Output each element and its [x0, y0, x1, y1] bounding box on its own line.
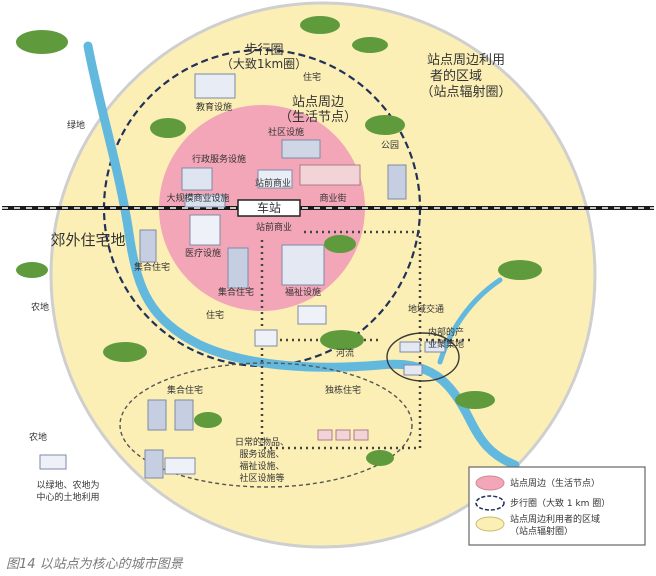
education-building — [194, 73, 236, 99]
legend-swatch-walking — [475, 495, 505, 511]
regional-traffic-label: 地域交通 — [408, 303, 444, 315]
tower-west — [139, 229, 157, 263]
large-commerce-building — [184, 194, 226, 208]
river — [83, 41, 520, 470]
daily-line4: 社区设施等 — [239, 472, 284, 484]
station-commerce-n-label: 站前商业 — [255, 177, 291, 189]
housing-low-4 — [164, 457, 196, 475]
farmhouse — [39, 454, 67, 470]
tree-cluster-ne — [352, 37, 388, 53]
daily-line2: 服务设施、 — [239, 448, 284, 460]
greenland-label: 绿地 — [67, 119, 85, 131]
administration-label: 行政服务设施 — [192, 153, 246, 165]
medical-label: 医疗设施 — [185, 247, 221, 259]
station-area-subtitle: （生活节点） — [279, 110, 357, 125]
collective-housing-low-label: 集合住宅 — [167, 384, 203, 396]
tree-cluster-park — [365, 115, 405, 135]
station-area-title: 站点周边 — [292, 95, 344, 110]
daily-line1: 日常的物品、 — [235, 436, 289, 448]
landuse-line2: 中心的土地利用 — [36, 491, 99, 503]
tree-cluster-low2 — [366, 450, 394, 466]
collective-housing-tower-s — [227, 247, 249, 289]
park-label: 公园 — [381, 140, 399, 151]
house-mid — [254, 329, 278, 347]
local-industry-cluster-outline — [386, 332, 460, 382]
suburban-cluster-outline — [119, 362, 413, 488]
river-label: 河流 — [336, 347, 354, 359]
farmland-w-label: 农地 — [31, 301, 49, 313]
daily-line3: 福祉设施、 — [239, 460, 284, 472]
tree-cluster-low — [194, 412, 222, 428]
medical-building — [189, 214, 221, 246]
house-south — [297, 305, 327, 325]
legend-item1: 站点周边（生活节点） — [510, 477, 600, 489]
detached-housing-label: 独栋住宅 — [325, 384, 361, 396]
industry-2 — [424, 341, 446, 353]
community-label: 社区设施 — [268, 126, 304, 138]
tree-cluster-nw — [16, 30, 68, 54]
radiation-line1: 站点周边利用 — [427, 53, 505, 68]
tower-east — [387, 164, 407, 200]
local-industry-line1: 内部的产 — [428, 326, 464, 338]
collective-housing-w-label: 集合住宅 — [134, 261, 170, 273]
legend-item3-line1: 站点周边利用者的区域 — [510, 513, 600, 525]
legend-item2: 步行圈（大致 1 km 圈） — [510, 497, 610, 509]
radiation-line3: （站点辐射圈） — [420, 84, 511, 100]
legend: 站点周边（生活节点） 步行圈（大致 1 km 圈） 站点周边利用者的区域 （站点… — [468, 466, 646, 546]
tree-cluster-se — [455, 391, 495, 409]
station-commerce-building-n — [257, 169, 293, 189]
housing-bottom-label: 住宅 — [206, 309, 224, 321]
trees — [16, 16, 542, 466]
tree-cluster-n — [300, 16, 340, 34]
tree-cluster-s — [320, 330, 364, 350]
tree-cluster-e1 — [324, 235, 356, 253]
education-label: 教育设施 — [196, 101, 232, 113]
landuse-line1: 以绿地、农地为 — [36, 479, 99, 491]
housing-low-1 — [147, 399, 167, 431]
administration-building — [181, 167, 213, 191]
shopping-street-label: 商业街 — [319, 192, 346, 204]
legend-swatch-station-area — [475, 475, 505, 491]
welfare-building — [281, 244, 325, 286]
detached-2 — [335, 429, 351, 441]
station-commerce-s-label: 站前商业 — [256, 221, 292, 233]
station-box — [237, 199, 301, 217]
walking-circle-subtitle: （大致1km圈） — [221, 57, 307, 71]
walking-circle-title: 步行圈 — [244, 43, 283, 58]
figure-caption: 图14 以站点为核心的城市图景 — [6, 557, 183, 572]
legend-item3-line2: （站点辐射圈） — [510, 525, 573, 537]
industry-1 — [399, 341, 421, 353]
large-commerce-label: 大规模商业设施 — [166, 192, 229, 204]
suburban-housing-label: 郊外住宅地 — [50, 231, 125, 249]
housing-low-2 — [174, 399, 194, 431]
detached-1 — [317, 429, 333, 441]
transit-route — [260, 230, 422, 450]
tree-cluster-w — [16, 262, 48, 278]
station-label: 车站 — [257, 200, 281, 215]
farmland-sw-label: 农地 — [29, 431, 47, 443]
community-building — [281, 139, 321, 159]
buildings — [39, 73, 446, 479]
radiation-line2: 者的区域 — [430, 68, 482, 84]
tree-cluster-nc — [150, 118, 186, 138]
industry-3 — [403, 364, 423, 376]
collective-housing-s-label: 集合住宅 — [218, 286, 254, 298]
housing-low-3 — [144, 449, 164, 479]
detached-3 — [353, 429, 369, 441]
legend-swatch-radiation — [475, 516, 505, 532]
tree-cluster-sw — [103, 342, 147, 362]
tree-cluster-e2 — [498, 260, 542, 280]
housing-top-label: 住宅 — [303, 71, 321, 83]
welfare-label: 福祉设施 — [285, 286, 321, 298]
local-industry-line2: 业聚集地 — [428, 338, 464, 350]
shopping-street-building — [299, 164, 361, 186]
